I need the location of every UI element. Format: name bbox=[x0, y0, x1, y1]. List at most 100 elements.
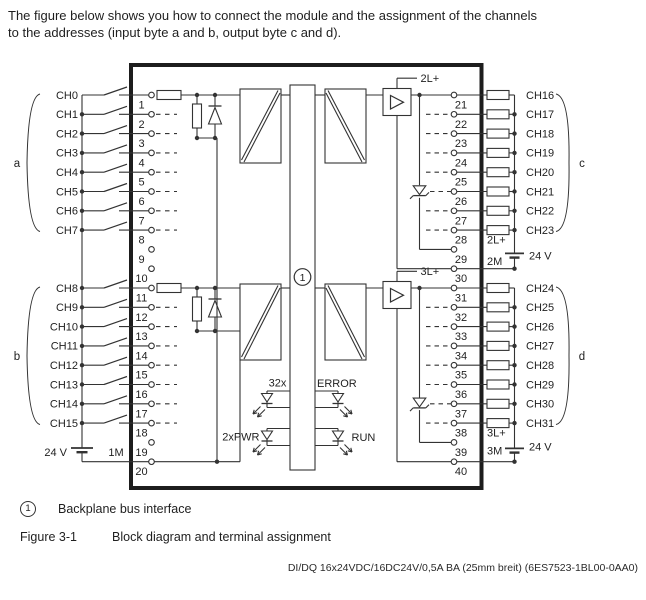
brace-a bbox=[26, 93, 41, 232]
supply-voltage-label: 24 V bbox=[44, 447, 67, 459]
channel-label: CH4 bbox=[56, 167, 78, 179]
protection-diode bbox=[207, 105, 223, 125]
terminal-number: 13 bbox=[135, 331, 147, 343]
led-pwr-label: 2xPWR bbox=[222, 431, 259, 443]
terminal-number: 40 bbox=[455, 466, 467, 478]
terminal-circle bbox=[450, 400, 458, 408]
terminal-circle bbox=[450, 342, 458, 350]
terminal-number: 27 bbox=[455, 215, 467, 227]
terminal-number: 7 bbox=[138, 215, 144, 227]
switch-contact bbox=[103, 298, 128, 308]
circled-1-icon: 1 bbox=[20, 501, 36, 517]
backplane-bus-number-circle bbox=[293, 268, 312, 286]
supply-voltage-label: 24 V bbox=[529, 442, 552, 454]
terminal-circle bbox=[148, 226, 155, 234]
supply-voltage-label: 24 V bbox=[529, 250, 552, 262]
group-letter-a: a bbox=[14, 158, 21, 170]
terminal-number: 35 bbox=[455, 370, 467, 382]
terminal-circle bbox=[148, 323, 155, 330]
channel-label: CH12 bbox=[50, 360, 78, 372]
module-border bbox=[129, 63, 484, 490]
terminal-circle bbox=[450, 188, 458, 195]
led-arrow bbox=[252, 447, 255, 453]
terminal-circle bbox=[450, 110, 458, 118]
channel-label: CH7 bbox=[56, 225, 78, 237]
shunt-resistor bbox=[191, 296, 203, 322]
intro-paragraph: The figure below shows you how to connec… bbox=[8, 7, 644, 41]
load-resistor bbox=[486, 89, 510, 101]
group-letter-c: c bbox=[579, 158, 585, 170]
terminal-circle bbox=[148, 91, 155, 99]
m2-label: 2M bbox=[487, 256, 502, 268]
led-arrow bbox=[345, 412, 349, 418]
load-resistor bbox=[486, 282, 510, 294]
terminal-circle bbox=[450, 419, 458, 427]
terminal-circle bbox=[148, 419, 155, 427]
load-resistor bbox=[486, 321, 510, 332]
terminal-circle bbox=[450, 303, 458, 311]
zener-diode bbox=[412, 185, 427, 196]
channel-label: CH0 bbox=[56, 90, 78, 102]
wire bbox=[327, 285, 365, 358]
junction-dot bbox=[512, 266, 517, 271]
led-arrow bbox=[257, 415, 262, 418]
terminal-number: 22 bbox=[455, 119, 467, 131]
terminal-circle bbox=[148, 130, 155, 137]
terminal-number: 33 bbox=[455, 331, 467, 343]
led-diode bbox=[331, 392, 345, 404]
group-letter-b: b bbox=[14, 351, 20, 363]
terminal-number: 26 bbox=[455, 196, 467, 208]
load-resistor bbox=[486, 340, 510, 351]
terminal-circle bbox=[450, 207, 458, 215]
channel-label: CH9 bbox=[56, 302, 78, 314]
terminal-circle bbox=[450, 226, 458, 234]
terminal-circle bbox=[450, 381, 458, 388]
group-letter-d: d bbox=[579, 351, 585, 363]
switch-contact bbox=[103, 318, 128, 328]
channel-label: CH3 bbox=[56, 148, 78, 160]
junction-dot bbox=[212, 135, 218, 141]
output-driver bbox=[382, 87, 412, 117]
channel-label: CH25 bbox=[526, 302, 554, 314]
terminal-number: 39 bbox=[455, 447, 467, 459]
channel-label: CH23 bbox=[526, 225, 554, 237]
terminal-circle bbox=[450, 91, 458, 99]
led-arrow bbox=[252, 444, 261, 453]
terminal-circle bbox=[148, 400, 155, 408]
terminal-number: 34 bbox=[455, 350, 467, 362]
terminal-circle bbox=[148, 342, 155, 350]
channel-label: CH22 bbox=[526, 206, 554, 218]
led-arrow bbox=[344, 444, 353, 453]
terminal-circle bbox=[148, 284, 155, 292]
figure-note: 1 Backplane bus interface bbox=[0, 501, 646, 517]
terminal-number: 20 bbox=[135, 466, 147, 478]
wire bbox=[327, 90, 365, 161]
channel-label: CH1 bbox=[56, 109, 78, 121]
terminal-circle bbox=[450, 323, 458, 330]
switch-contact bbox=[103, 125, 128, 135]
switch-contact bbox=[103, 221, 128, 231]
led-diode bbox=[260, 430, 274, 441]
switch-contact bbox=[103, 86, 128, 96]
figure-caption-label: Figure 3-1 bbox=[20, 530, 77, 544]
terminal-circle bbox=[148, 381, 155, 388]
terminal-circle bbox=[450, 284, 458, 292]
wire bbox=[325, 287, 363, 360]
switch-contact bbox=[103, 163, 128, 173]
channel-label: CH29 bbox=[526, 379, 554, 391]
terminal-number: 29 bbox=[455, 254, 467, 266]
load-resistor bbox=[486, 225, 510, 236]
terminal-number: 32 bbox=[455, 312, 467, 324]
junction-dot bbox=[194, 135, 200, 141]
wire bbox=[409, 195, 414, 200]
terminal-number: 36 bbox=[455, 389, 467, 401]
terminal-circle bbox=[148, 110, 155, 118]
channel-label: CH24 bbox=[526, 283, 554, 295]
terminal-number: 17 bbox=[135, 408, 147, 420]
l3-label: 3L+ bbox=[487, 428, 506, 440]
terminal-circle bbox=[450, 168, 458, 176]
channel-label: CH18 bbox=[526, 128, 554, 140]
switch-contact bbox=[103, 144, 128, 154]
channel-label: CH26 bbox=[526, 321, 554, 333]
junction-dot bbox=[214, 459, 220, 464]
